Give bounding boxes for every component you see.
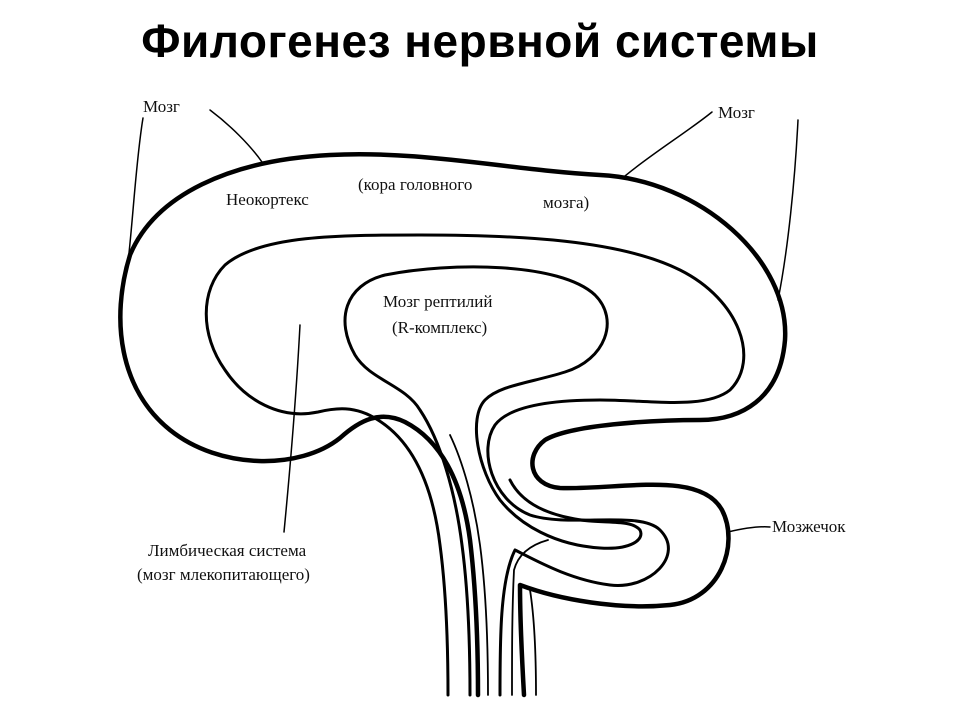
page-title: Филогенез нервной системы [141,15,819,67]
spinal-cord-line-1 [449,434,489,696]
label-limbic-2: (мозг млекопитающего) [137,565,310,584]
label-reptile-2: (R-комплекс) [392,318,487,337]
label-neocortex-2: (кора головного [358,175,472,194]
label-neocortex-1: Неокортекс [226,190,309,209]
spinal-cord-line-3 [529,589,537,696]
label-cerebellum: Мозжечок [772,517,846,536]
leader-brain-right-2 [777,119,799,301]
neocortex-outer-contour [118,151,788,698]
label-reptile-1: Мозг рептилий [383,292,492,311]
limbic-system-contour [204,233,746,697]
reptile-brain-contour [343,265,643,697]
spinal-cord-line-2 [511,539,549,696]
leader-cerebellum [727,526,771,533]
leader-brain-left-2 [127,117,144,263]
leader-brain-left-1 [209,109,263,163]
label-brain-right: Мозг [718,103,755,122]
label-limbic-1: Лимбическая система [148,541,307,560]
label-neocortex-3: мозга) [543,193,589,212]
label-brain-left: Мозг [143,97,180,116]
leader-brain-right-1 [624,111,713,177]
leader-limbic [283,324,301,533]
